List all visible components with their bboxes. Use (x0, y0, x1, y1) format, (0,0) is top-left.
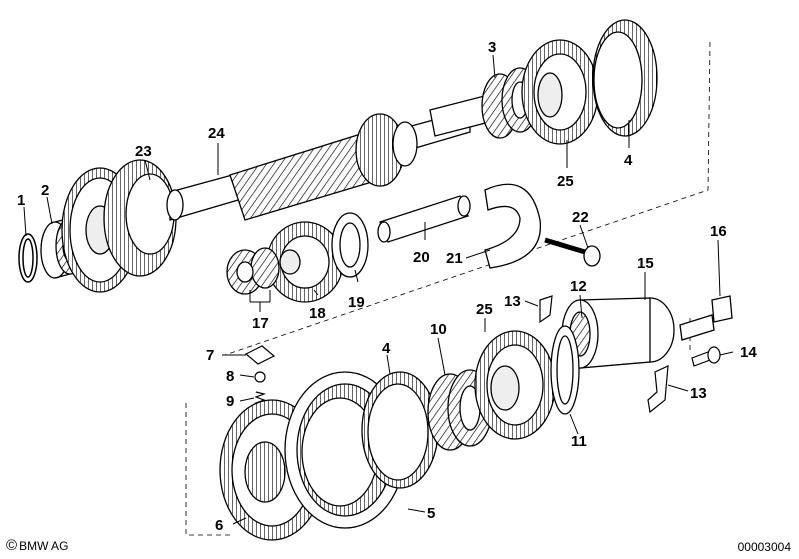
gear-part-25-upper (521, 39, 599, 145)
label-4a: 4 (624, 152, 633, 169)
label-9: 9 (226, 393, 234, 410)
label-15: 15 (637, 255, 654, 272)
synchro-ring-part-4-upper (592, 19, 658, 137)
label-6: 6 (215, 517, 223, 534)
copyright-icon: © (6, 537, 18, 554)
label-19: 19 (348, 294, 365, 311)
needle-bearing-part-17 (226, 247, 280, 295)
label-21: 21 (446, 250, 463, 267)
bolt-part-16 (679, 295, 733, 341)
copyright-text: BMW AG (19, 538, 69, 553)
label-7: 7 (206, 347, 214, 364)
copyright-notice: © BMW AG (6, 537, 68, 554)
label-23: 23 (135, 143, 152, 160)
assembly-outline-upper (224, 41, 711, 356)
label-10: 10 (430, 321, 447, 338)
label-12: 12 (570, 278, 587, 295)
clip-part-13-upper (539, 295, 553, 324)
gear-part-18 (266, 221, 344, 303)
label-25a: 25 (557, 173, 574, 190)
label-3: 3 (488, 39, 496, 56)
label-20: 20 (413, 249, 430, 266)
shift-fork-part-21 (484, 183, 542, 269)
ball-part-8 (254, 371, 266, 383)
label-1: 1 (17, 192, 25, 209)
label-13a: 13 (504, 293, 521, 310)
label-14: 14 (740, 344, 757, 361)
bolt-part-22 (544, 237, 601, 267)
label-25b: 25 (476, 301, 493, 318)
screw-part-14 (691, 346, 721, 367)
main-shaft-part-24 (166, 91, 506, 221)
label-13b: 13 (690, 385, 707, 402)
pin-part-20 (377, 195, 471, 243)
label-8: 8 (226, 368, 234, 385)
collar-part-11 (550, 325, 580, 415)
label-17: 17 (252, 315, 269, 332)
label-4b: 4 (382, 340, 391, 357)
washer-part-19 (331, 212, 369, 278)
label-16: 16 (710, 223, 727, 240)
document-number: 00003004 (737, 540, 791, 554)
leader-lines (23, 54, 734, 525)
housing-part-15 (561, 297, 675, 369)
circlip-part-1 (18, 233, 38, 283)
gear-part-23 (61, 159, 177, 293)
label-2: 2 (41, 182, 49, 199)
gear-part-25-lower (474, 330, 556, 440)
label-24: 24 (208, 125, 225, 142)
label-5: 5 (427, 505, 435, 522)
label-18: 18 (309, 305, 326, 322)
plate-part-7 (244, 345, 276, 365)
label-11: 11 (571, 433, 587, 450)
clip-part-13-lower (647, 365, 669, 414)
gear-part-6 (219, 399, 325, 541)
synchro-ring-part-4-lower (361, 371, 439, 489)
label-22: 22 (572, 209, 589, 226)
